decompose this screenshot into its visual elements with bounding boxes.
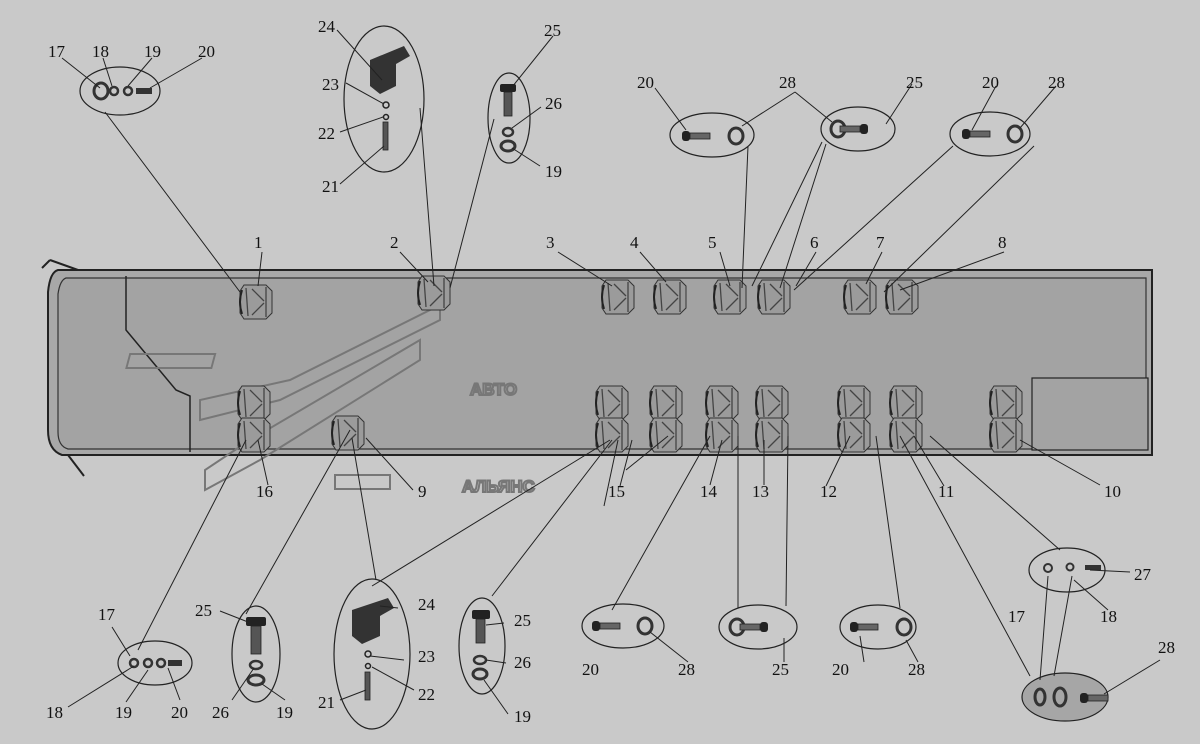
br-17: 17 xyxy=(1008,607,1026,626)
bus-body xyxy=(41,259,1153,477)
position-labels: 1 2 3 4 5 6 7 8 9 10 11 12 13 14 15 16 xyxy=(254,233,1121,501)
label-10: 10 xyxy=(1104,482,1121,501)
watermark-line1: АВТО xyxy=(470,380,517,399)
label-9: 9 xyxy=(418,482,427,501)
label-8: 8 xyxy=(998,233,1007,252)
bt-24: 24 xyxy=(318,17,336,36)
bolt-top-26: 26 xyxy=(545,94,562,113)
bl-20: 20 xyxy=(171,703,188,722)
br-27: 27 xyxy=(1134,565,1152,584)
bb-22: 22 xyxy=(418,685,435,704)
bbl-26: 26 xyxy=(212,703,229,722)
label-5: 5 xyxy=(708,233,717,252)
label-6: 6 xyxy=(810,233,819,252)
label-2: 2 xyxy=(390,233,399,252)
label-1: 1 xyxy=(254,233,263,252)
pb3-20: 20 xyxy=(832,660,849,679)
label-14: 14 xyxy=(700,482,718,501)
ptl-20: 20 xyxy=(637,73,654,92)
bl-18: 18 xyxy=(46,703,63,722)
label-16: 16 xyxy=(256,482,273,501)
label-13: 13 xyxy=(752,482,769,501)
bbm-26: 26 xyxy=(514,653,531,672)
bb-24: 24 xyxy=(418,595,436,614)
leader-lines xyxy=(61,29,1161,715)
label-7: 7 xyxy=(876,233,885,252)
br-28: 28 xyxy=(1158,638,1175,657)
label-15: 15 xyxy=(608,482,625,501)
bolt-top-25: 25 xyxy=(544,21,561,40)
label-3: 3 xyxy=(546,233,555,252)
label-4: 4 xyxy=(630,233,639,252)
bl-19: 19 xyxy=(115,703,132,722)
br-18: 18 xyxy=(1100,607,1117,626)
bb-23: 23 xyxy=(418,647,435,666)
watermark-line2: АЛЬЯНС xyxy=(462,477,535,496)
bl-17: 17 xyxy=(98,605,116,624)
ptl-25: 25 xyxy=(906,73,923,92)
tl-20: 20 xyxy=(198,42,215,61)
ptr-20: 20 xyxy=(982,73,999,92)
pb1-20: 20 xyxy=(582,660,599,679)
watermark: АВТО АЛЬЯНС xyxy=(125,303,536,497)
bt-23: 23 xyxy=(322,75,339,94)
bolt-top-19: 19 xyxy=(545,162,562,181)
bt-22: 22 xyxy=(318,124,335,143)
label-12: 12 xyxy=(820,482,837,501)
bbm-19: 19 xyxy=(514,707,531,726)
tl-19: 19 xyxy=(144,42,161,61)
bt-21: 21 xyxy=(322,177,339,196)
bbl-25: 25 xyxy=(195,601,212,620)
ptl-28: 28 xyxy=(779,73,796,92)
callout-labels: 17 18 19 20 24 23 22 21 25 26 19 20 28 2… xyxy=(46,17,1175,726)
tl-17: 17 xyxy=(48,42,66,61)
ptr-28: 28 xyxy=(1048,73,1065,92)
bbl-19: 19 xyxy=(276,703,293,722)
label-11: 11 xyxy=(938,482,954,501)
bbm-25: 25 xyxy=(514,611,531,630)
tl-18: 18 xyxy=(92,42,109,61)
pb3-28: 28 xyxy=(908,660,925,679)
pb2-25: 25 xyxy=(772,660,789,679)
detail-groups xyxy=(79,25,1109,730)
bb-21: 21 xyxy=(318,693,335,712)
pb1-28: 28 xyxy=(678,660,695,679)
